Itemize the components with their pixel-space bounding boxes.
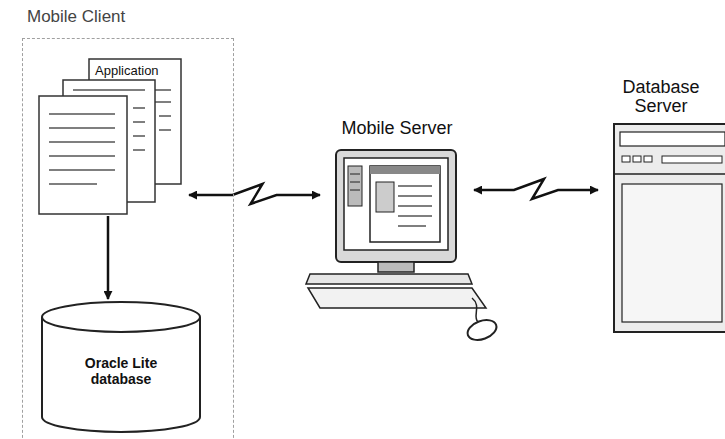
app-node: Application [37,56,187,216]
server-illustration [322,116,472,346]
connector-arrow [107,216,110,299]
node-label: Database Server [604,78,718,116]
tower-illustration [600,78,725,338]
node-label: Oracle Lite database [61,355,181,387]
node-label: Application [95,63,159,78]
db-node: Oracle Lite database [41,301,201,433]
connector-arrow [189,184,320,204]
node-label: Mobile Server [312,118,482,139]
client-region: Mobile ClientApplicationOracle Lite data… [22,38,234,439]
server-node: Mobile Server [322,116,472,346]
node-label: Mobile Client [27,7,125,27]
connector-arrow [474,179,598,199]
tower-node: Database Server [600,78,725,338]
app-illustration [37,56,187,216]
